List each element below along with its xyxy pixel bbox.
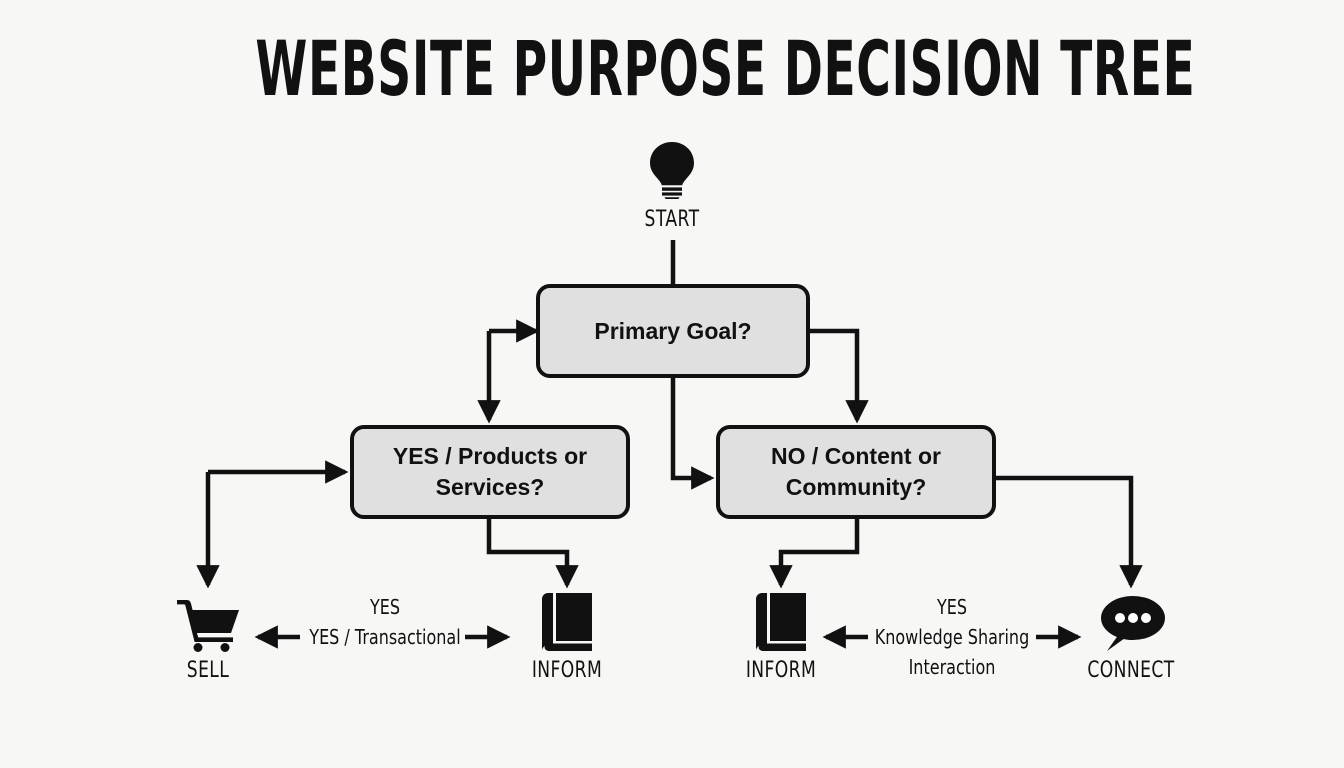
edge-no-to-connect xyxy=(996,475,1143,589)
leaf-inform-left[interactable]: INFORM xyxy=(492,588,642,683)
start-label: START xyxy=(644,207,700,232)
edge-label-right: YES Knowledge Sharing Interaction xyxy=(856,592,1048,682)
leaf-inform-right-label: INFORM xyxy=(745,658,817,683)
page-title: WEBSITE PURPOSE DECISION TREE xyxy=(255,24,1196,113)
node-yes-products-line1: YES / Products or xyxy=(392,443,588,469)
book-icon xyxy=(492,588,642,652)
leaf-inform-right[interactable]: INFORM xyxy=(706,588,856,683)
lightbulb-icon xyxy=(597,137,747,199)
edge-label-right-middle: Knowledge Sharing xyxy=(874,625,1030,649)
leaf-connect[interactable]: CONNECT xyxy=(1056,588,1206,683)
speech-bubble-icon xyxy=(1056,588,1206,652)
node-yes-products-line2: Services? xyxy=(435,474,545,500)
leaf-sell[interactable]: SELL xyxy=(133,588,283,683)
book-icon xyxy=(706,588,856,652)
edge-label-left-top: YES xyxy=(369,595,401,619)
edge-label-left-middle: YES / Transactional xyxy=(309,625,461,649)
shopping-cart-icon xyxy=(133,588,283,652)
leaf-inform-left-label: INFORM xyxy=(531,658,603,683)
node-no-content[interactable]: NO / Content or Community? xyxy=(716,425,996,519)
edge-yes-to-inform xyxy=(486,519,579,589)
node-yes-products[interactable]: YES / Products or Services? xyxy=(350,425,630,519)
edge-label-right-bottom: Interaction xyxy=(908,655,996,679)
node-primary-goal[interactable]: Primary Goal? xyxy=(536,284,810,378)
node-no-content-line1: NO / Content or xyxy=(771,443,941,469)
node-yes-products-label: YES / Products or Services? xyxy=(393,441,587,503)
node-no-content-line2: Community? xyxy=(785,474,927,500)
leaf-sell-label: SELL xyxy=(186,658,230,683)
node-primary-goal-label: Primary Goal? xyxy=(594,317,752,344)
edge-label-right-top: YES xyxy=(936,595,968,619)
edge-label-left: YES YES / Transactional xyxy=(289,592,481,652)
leaf-connect-label: CONNECT xyxy=(1087,658,1175,683)
start-node: START xyxy=(597,137,747,232)
edge-primary-bottom-to-no xyxy=(670,378,715,490)
node-no-content-label: NO / Content or Community? xyxy=(771,441,941,503)
edge-primary-to-no xyxy=(810,328,869,424)
edge-no-to-inform xyxy=(769,519,860,589)
